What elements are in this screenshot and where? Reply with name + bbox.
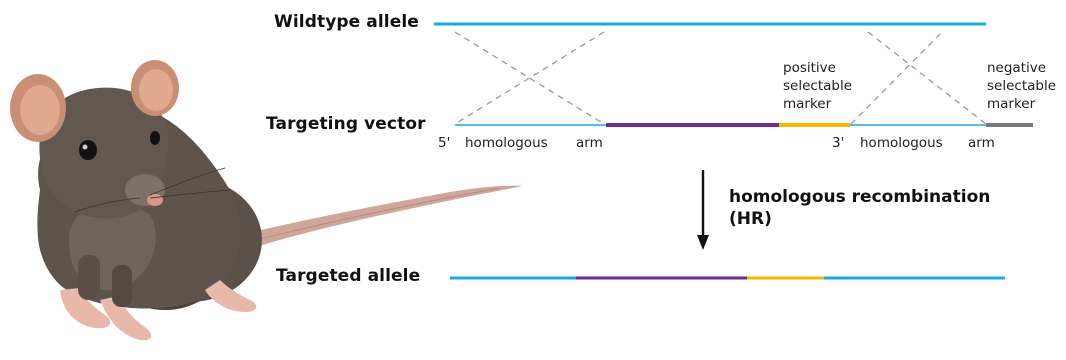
negative-marker-label: negative selectable marker <box>987 59 1056 113</box>
three-prime-end-label: 3' <box>832 135 844 151</box>
targeted-allele-label: Targeted allele <box>276 266 420 286</box>
rat-illustration <box>10 60 522 340</box>
five-prime-arm-label: homologous <box>465 135 548 151</box>
wildtype-allele-label: Wildtype allele <box>274 12 419 32</box>
five-prime-arm-suffix: arm <box>576 135 603 151</box>
down-arrow-icon <box>697 170 709 250</box>
targeting-vector-label: Targeting vector <box>266 114 426 134</box>
positive-marker-label: positive selectable marker <box>783 59 852 113</box>
crossover-lines <box>455 32 986 124</box>
three-prime-arm-label: homologous <box>860 135 943 151</box>
five-prime-end-label: 5' <box>438 135 450 151</box>
homologous-recombination-label: homologous recombination (HR) <box>729 186 990 230</box>
three-prime-arm-suffix: arm <box>968 135 995 151</box>
